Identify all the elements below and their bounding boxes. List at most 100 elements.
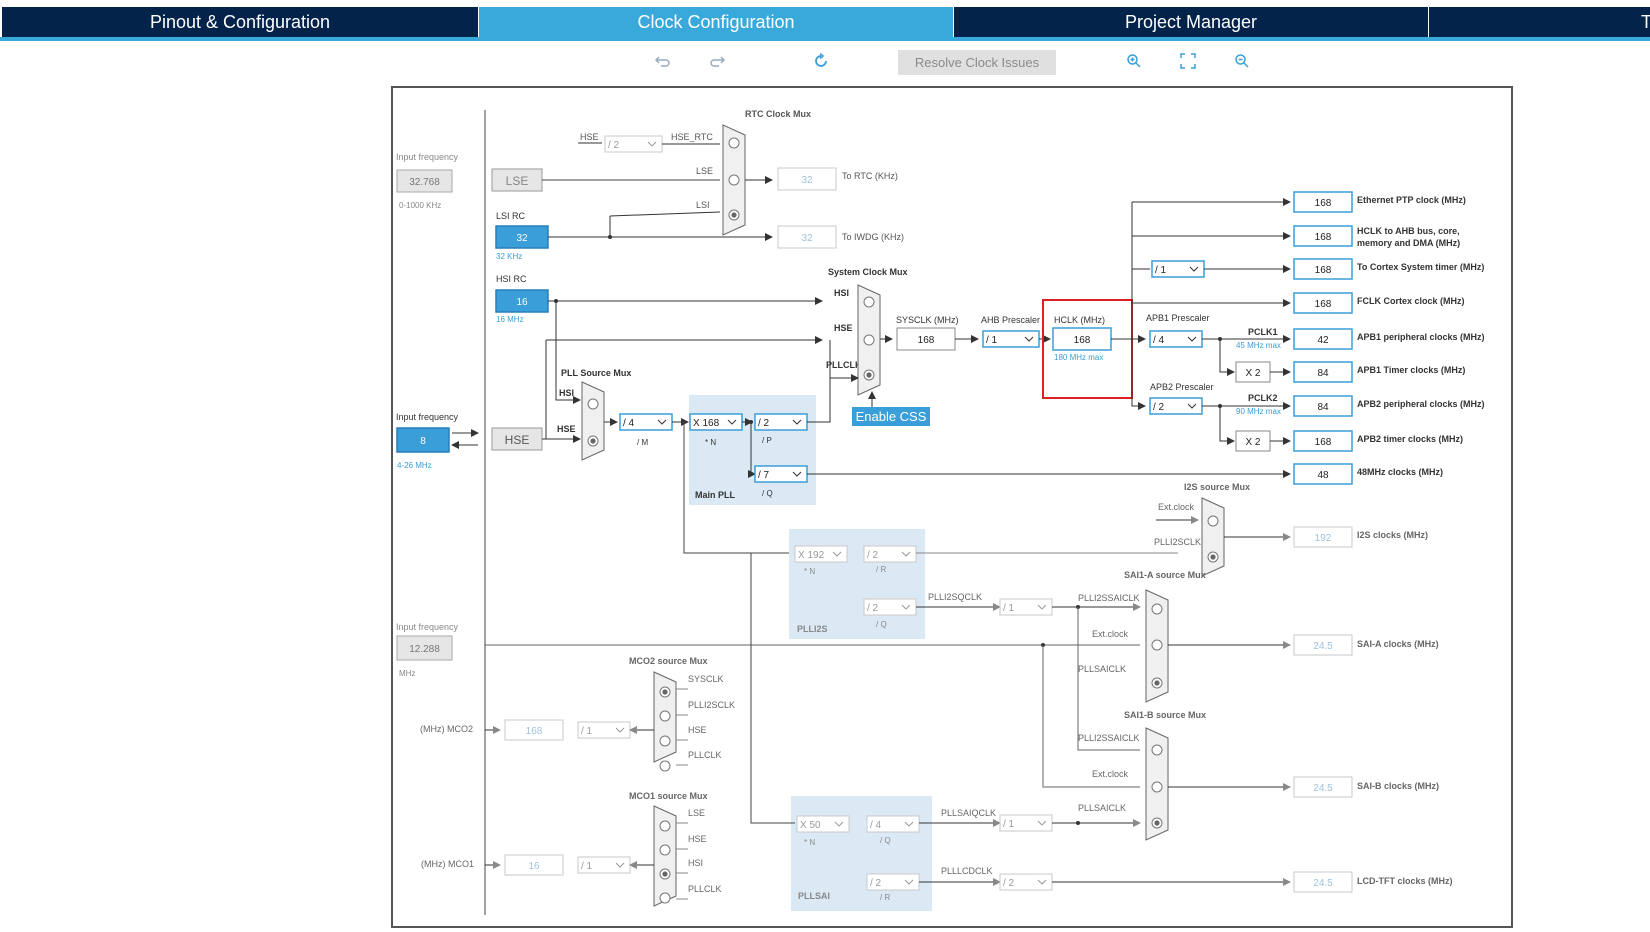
redo-icon[interactable]	[704, 50, 730, 72]
p-label: / P	[762, 436, 772, 445]
sai-a-source-mux-radio[interactable]	[1151, 603, 1163, 615]
output-label2-1: memory and DMA (MHz)	[1357, 238, 1460, 248]
apb1-prescaler-select-value: / 4	[1153, 335, 1165, 346]
tab-tools[interactable]: T	[1429, 7, 1650, 37]
i2s-ext-clock-label: Ext.clock	[1158, 502, 1195, 512]
fit-screen-icon[interactable]	[1175, 50, 1201, 72]
system-clock-mux-radio[interactable]	[863, 334, 875, 346]
chevron-down-icon	[901, 551, 911, 557]
mco1-source-mux-radio[interactable]	[659, 820, 671, 832]
chevron-down-icon	[1187, 403, 1197, 409]
output-label-4: APB1 peripheral clocks (MHz)	[1357, 332, 1485, 342]
mco2-option-2: HSE	[688, 725, 707, 735]
pllsaiq-divider-value: / 1	[1003, 819, 1015, 830]
sai-a-clock-value[interactable]	[1293, 634, 1353, 656]
ahb-prescaler-select-value: / 1	[986, 335, 998, 346]
mco1-source-mux	[653, 805, 677, 907]
mco1-source-mux-radio[interactable]	[659, 892, 671, 904]
hclk-value-text: 168	[1074, 335, 1091, 346]
wire	[1077, 607, 1140, 751]
i2s-source-mux-radio-selected	[1210, 554, 1216, 560]
mco2-source-mux-radio[interactable]	[659, 710, 671, 722]
rtc-mux-radio[interactable]	[728, 174, 740, 186]
output-value-8[interactable]	[1293, 463, 1353, 485]
chevron-down-icon	[834, 821, 844, 827]
system-clock-mux-radio-selected	[866, 372, 872, 378]
mco1-value[interactable]	[504, 854, 564, 876]
lcd-clock-value[interactable]	[1293, 871, 1353, 893]
chevron-down-icon	[1037, 879, 1047, 885]
plli2s-n-multiplier[interactable]	[794, 545, 848, 563]
tab-project-manager[interactable]: Project Manager	[954, 7, 1428, 37]
to-iwdg-value[interactable]	[777, 225, 837, 249]
to-rtc-value-text: 32	[801, 175, 813, 186]
output-label-7: APB2 timer clocks (MHz)	[1357, 434, 1463, 444]
pllsai-q-label: / Q	[880, 836, 891, 845]
tab-clock-configuration[interactable]: Clock Configuration	[479, 7, 953, 37]
undo-icon[interactable]	[650, 50, 676, 72]
mco2-source-mux-radio[interactable]	[659, 760, 671, 772]
refresh-icon[interactable]	[808, 50, 834, 72]
i2s-clock-value[interactable]	[1293, 526, 1353, 548]
hse-range: 4-26 MHz	[397, 461, 432, 470]
pll-source-mux-radio[interactable]	[587, 398, 599, 410]
output-value-2[interactable]	[1293, 258, 1353, 280]
i2s-source-mux-radio[interactable]	[1207, 515, 1219, 527]
output-value-4-text: 42	[1317, 335, 1329, 346]
pllsai-r-label: / R	[880, 893, 890, 902]
system-clock-mux-radio[interactable]	[863, 296, 875, 308]
hse-rtc-divider-value: / 2	[608, 140, 620, 151]
chevron-down-icon	[1187, 336, 1197, 342]
output-label-0: Ethernet PTP clock (MHz)	[1357, 195, 1466, 205]
output-value-5[interactable]	[1293, 361, 1353, 383]
rtc-mux-radio-selected	[731, 212, 737, 218]
pll-source-mux-title: PLL Source Mux	[561, 368, 631, 378]
mco2-source-mux-radio[interactable]	[659, 735, 671, 747]
zoom-out-icon[interactable]	[1229, 50, 1255, 72]
output-value-6[interactable]	[1293, 395, 1353, 417]
output-value-8-text: 48	[1317, 470, 1329, 481]
wire	[748, 422, 756, 478]
enable-css-button[interactable]	[852, 407, 930, 426]
chevron-down-icon	[657, 419, 667, 425]
mco2-value[interactable]	[504, 719, 564, 741]
output-value-0[interactable]	[1293, 191, 1353, 213]
pllsai-area	[791, 796, 932, 911]
sai-b-pllsaiclk-label: PLLSAICLK	[1078, 803, 1126, 813]
pllsai-n-multiplier[interactable]	[796, 815, 850, 833]
output-value-7[interactable]	[1293, 430, 1353, 452]
wire	[750, 553, 795, 824]
pllsai-q-divider-value: / 4	[870, 820, 882, 831]
pllsai-q-divider[interactable]	[866, 815, 920, 833]
sai-b-source-mux-radio[interactable]	[1151, 781, 1163, 793]
hse-block-label: HSE	[505, 433, 530, 447]
plli2s-r-divider[interactable]	[863, 545, 917, 563]
chevron-down-icon	[1024, 336, 1034, 342]
output-value-4[interactable]	[1293, 328, 1353, 350]
to-rtc-value[interactable]	[777, 167, 837, 191]
zoom-in-icon[interactable]	[1121, 50, 1147, 72]
sai-b-clock-value[interactable]	[1293, 776, 1353, 798]
output-value-3[interactable]	[1293, 292, 1353, 314]
pllsaiqclk-label: PLLSAIQCLK	[941, 808, 996, 818]
wire	[1219, 406, 1235, 445]
hse-input-frequency[interactable]	[396, 427, 450, 453]
resolve-clock-issues-button[interactable]: Resolve Clock Issues	[898, 50, 1056, 75]
hsi-rc-label: HSI RC	[496, 274, 527, 284]
sai-b-source-mux-radio[interactable]	[1151, 744, 1163, 756]
rtc-mux-radio[interactable]	[728, 137, 740, 149]
output-value-2-text: 168	[1315, 265, 1332, 276]
sys-pllclk-label: PLLCLK	[826, 360, 862, 370]
sai-b-ext-clock-label: Ext.clock	[1092, 769, 1129, 779]
chevron-down-icon	[1037, 604, 1047, 610]
output-value-0-text: 168	[1315, 198, 1332, 209]
lse-input-frequency[interactable]	[396, 169, 453, 193]
sai-a-source-mux-radio[interactable]	[1151, 639, 1163, 651]
output-value-1[interactable]	[1293, 225, 1353, 247]
ext-input-frequency[interactable]	[396, 635, 453, 661]
pllsai-label: PLLSAI	[798, 891, 830, 901]
hse-rtc-signal: HSE_RTC	[671, 132, 713, 142]
mco1-source-mux-radio[interactable]	[659, 844, 671, 856]
tab-pinout[interactable]: Pinout & Configuration	[2, 7, 478, 37]
ahb-prescaler-label: AHB Prescaler	[981, 315, 1040, 325]
